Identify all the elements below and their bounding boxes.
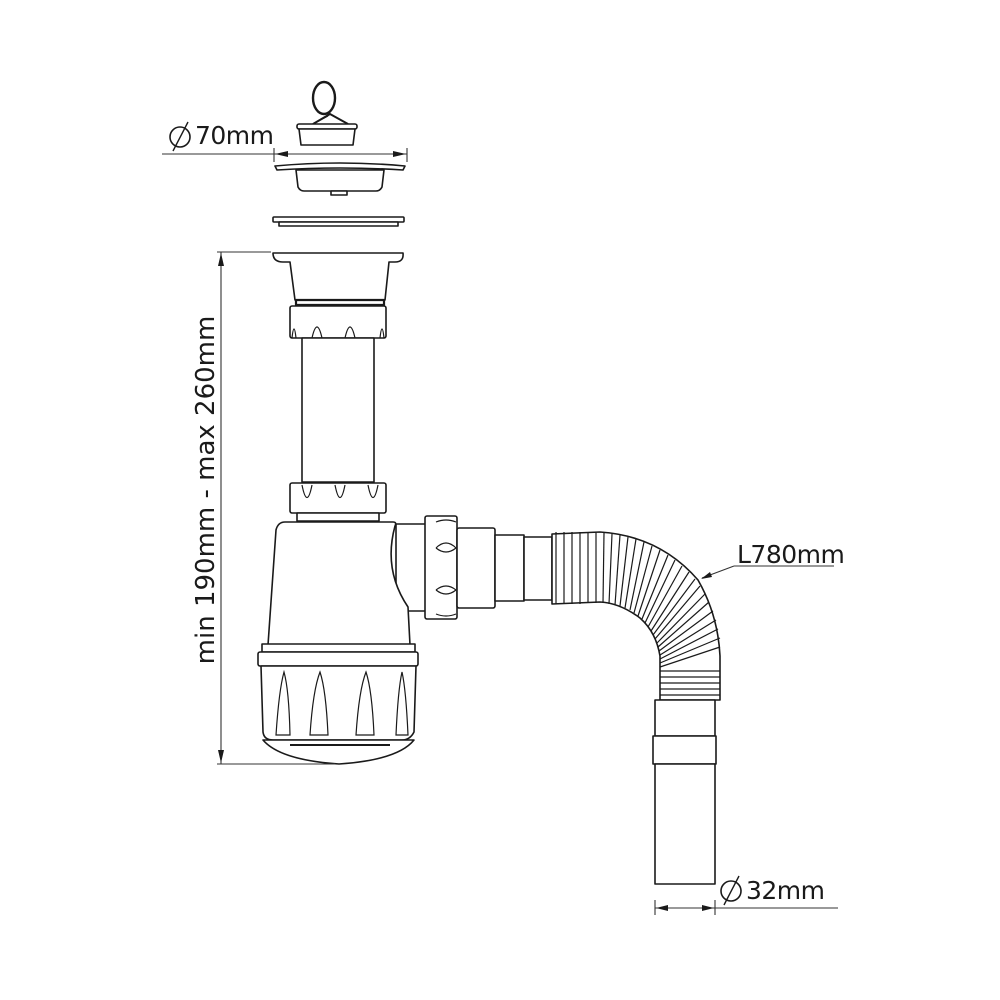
bottle-trap-body [267,521,411,646]
slip-nut-bottom [289,482,387,522]
outlet-diameter-label: 32mm [746,876,825,905]
height-dimension [217,251,335,765]
waste-outlet-body [272,252,404,307]
outlet-pipe [652,699,717,885]
hose-length-leader [701,565,834,579]
slip-nut-top [289,305,387,339]
diameter-symbol-70-icon [169,121,191,152]
plug-with-ring [296,80,358,146]
strainer-basket [274,162,406,196]
outlet-diameter-dimension [654,900,838,915]
side-outlet [395,515,553,620]
extension-tube [301,337,375,483]
height-range-label: min 190mm - max 260mm [191,315,221,665]
hose-length-label: L780mm [737,540,845,569]
trap-base-cap [257,643,419,765]
plug-diameter-label: 70mm [195,121,274,150]
plug-diameter-dimension [162,148,408,162]
flexible-corrugated-hose [551,531,721,701]
diameter-symbol-32-icon [720,875,742,906]
flange-gasket [272,216,405,227]
